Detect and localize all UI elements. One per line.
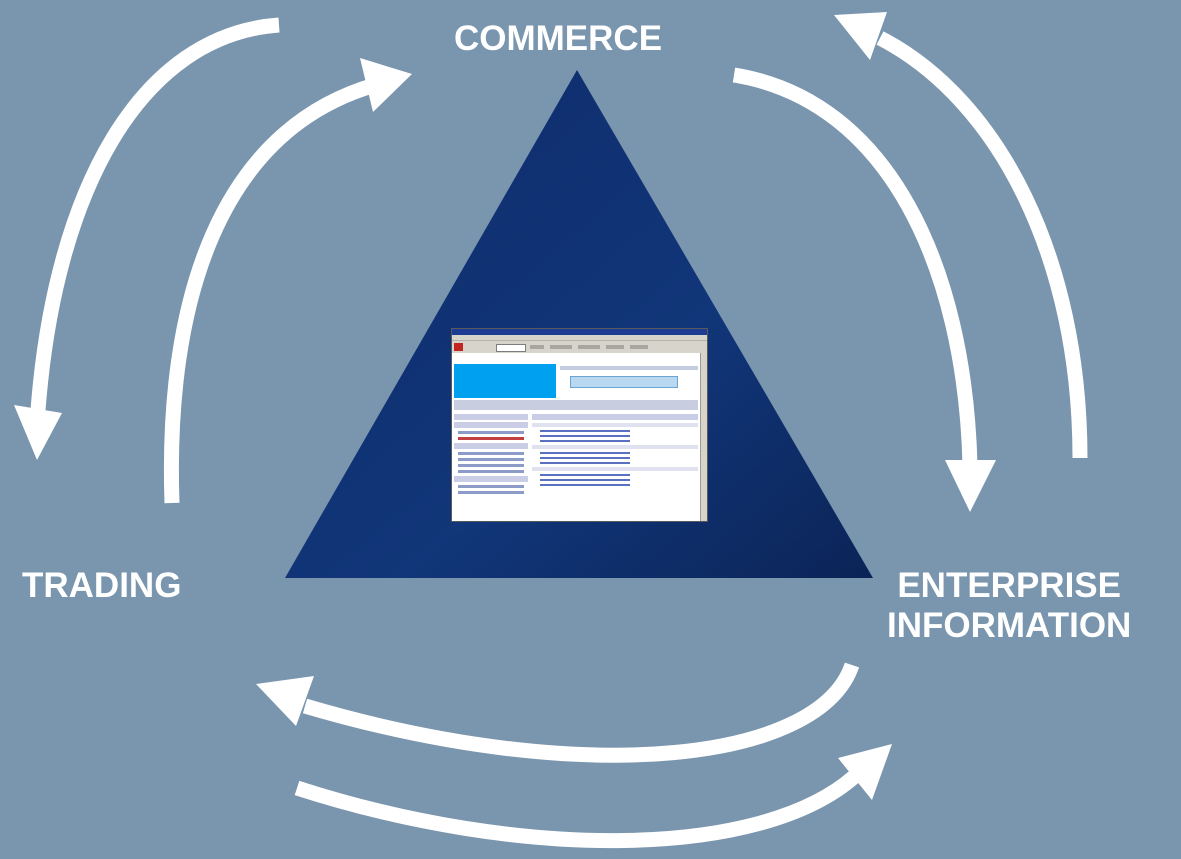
label-enterprise-line2: INFORMATION	[887, 606, 1132, 645]
arrow-commerce-to-enterprise	[732, 67, 996, 512]
thumb-titlebar	[452, 329, 707, 335]
central-triangle	[285, 70, 873, 578]
arrow-commerce-to-trading	[14, 17, 280, 460]
thumb-toolbar-item	[630, 345, 648, 349]
arrow-enterprise-to-commerce	[834, 12, 1088, 459]
arrow-trading-to-enterprise	[294, 744, 892, 849]
thumb-left-column	[454, 414, 528, 521]
thumb-right-column	[532, 414, 698, 521]
arrow-enterprise-to-trading	[256, 662, 860, 763]
arrow-trading-to-commerce	[163, 58, 412, 504]
thumb-front-page-bar	[454, 400, 698, 410]
thumb-logo-icon	[454, 343, 463, 351]
thumb-top-nav	[560, 366, 698, 370]
label-enterprise-information: ENTERPRISE INFORMATION	[887, 566, 1131, 646]
thumb-banner	[454, 364, 556, 398]
label-enterprise-line1: ENTERPRISE	[897, 566, 1121, 605]
label-commerce: COMMERCE	[454, 19, 663, 58]
thumb-toolbar-item	[530, 345, 544, 349]
thumb-alert	[570, 376, 678, 388]
thumb-menubar	[452, 335, 707, 341]
thumb-content	[452, 353, 701, 521]
thumb-toolbar-item	[606, 345, 624, 349]
label-trading: TRADING	[22, 566, 182, 605]
thumb-toolbar-item	[550, 345, 572, 349]
thumb-address-field	[496, 344, 526, 352]
thumb-scrollbar	[700, 353, 707, 521]
thumb-toolbar-item	[578, 345, 600, 349]
browser-screenshot-thumbnail	[451, 328, 708, 522]
